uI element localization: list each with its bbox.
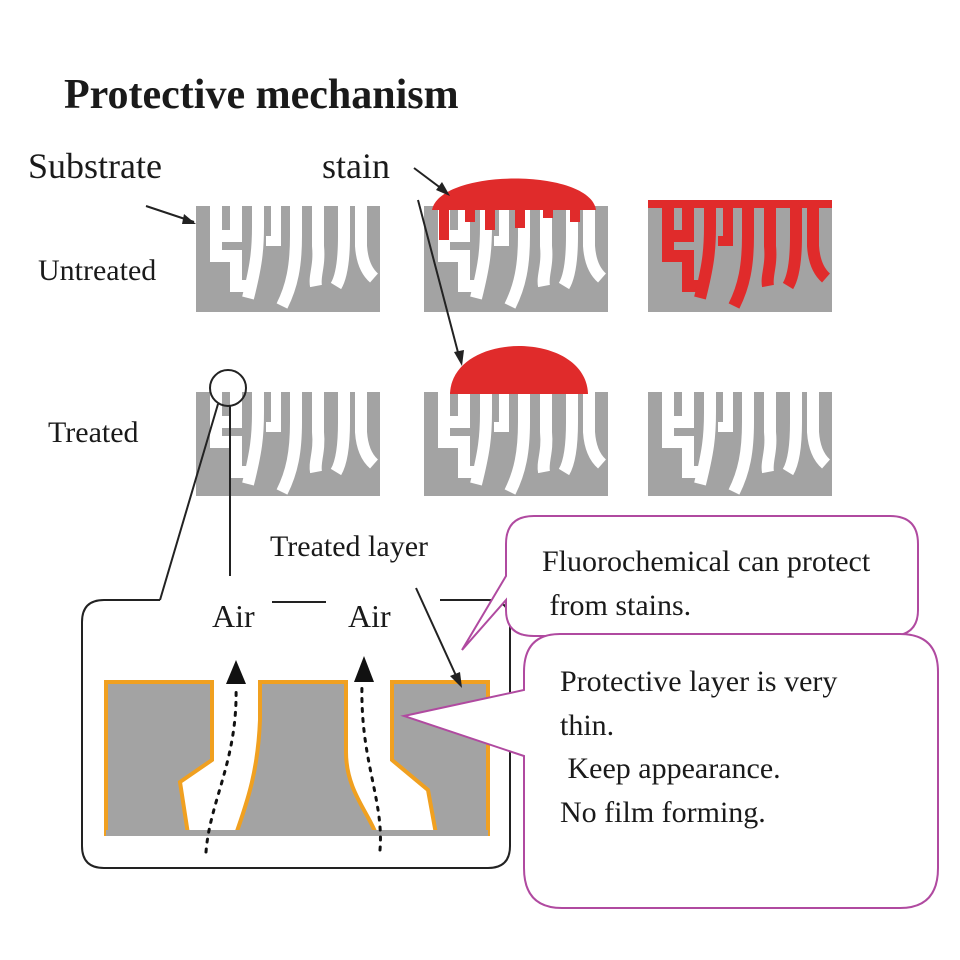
stain-drop-spreading bbox=[432, 178, 596, 210]
callout-line: thin. bbox=[560, 708, 615, 742]
stain-pointer-long bbox=[417, 199, 461, 361]
air-flow-2 bbox=[360, 682, 382, 852]
air-label-1: Air bbox=[212, 598, 255, 634]
callout-1-bubble bbox=[461, 515, 919, 651]
treated-block-3 bbox=[648, 392, 832, 496]
substrate-label: Substrate bbox=[28, 146, 162, 186]
treated-layer-label: Treated layer bbox=[270, 530, 428, 563]
callout-2-bubble bbox=[400, 633, 939, 909]
untreated-block-2 bbox=[424, 178, 608, 312]
page-title: Protective mechanism bbox=[64, 72, 459, 118]
untreated-block-1 bbox=[196, 206, 380, 312]
magnifier-circle bbox=[209, 369, 247, 407]
callout-line: No film forming. bbox=[560, 795, 766, 829]
callout-line: Protective layer is very bbox=[560, 665, 838, 698]
stain-label: stain bbox=[322, 146, 390, 186]
callout-line: Fluorochemical can protect bbox=[542, 545, 871, 578]
treated-block-2 bbox=[424, 346, 608, 496]
air-label-2: Air bbox=[348, 598, 391, 634]
treated-label: Treated bbox=[48, 416, 139, 449]
callout-fluorochemical: Fluorochemical can protect from stains. bbox=[542, 540, 912, 627]
untreated-block-3 bbox=[648, 200, 832, 312]
callout-line: from stains. bbox=[542, 588, 692, 622]
zoom-substrate bbox=[104, 680, 490, 836]
callout-line: Keep appearance. bbox=[560, 752, 781, 785]
stain-drop-beaded bbox=[450, 346, 588, 394]
air-flow-1 bbox=[204, 684, 238, 854]
treated-block-1 bbox=[196, 392, 380, 496]
untreated-label: Untreated bbox=[38, 254, 157, 287]
callout-protective-layer: Protective layer is very thin. Keep appe… bbox=[560, 660, 890, 834]
